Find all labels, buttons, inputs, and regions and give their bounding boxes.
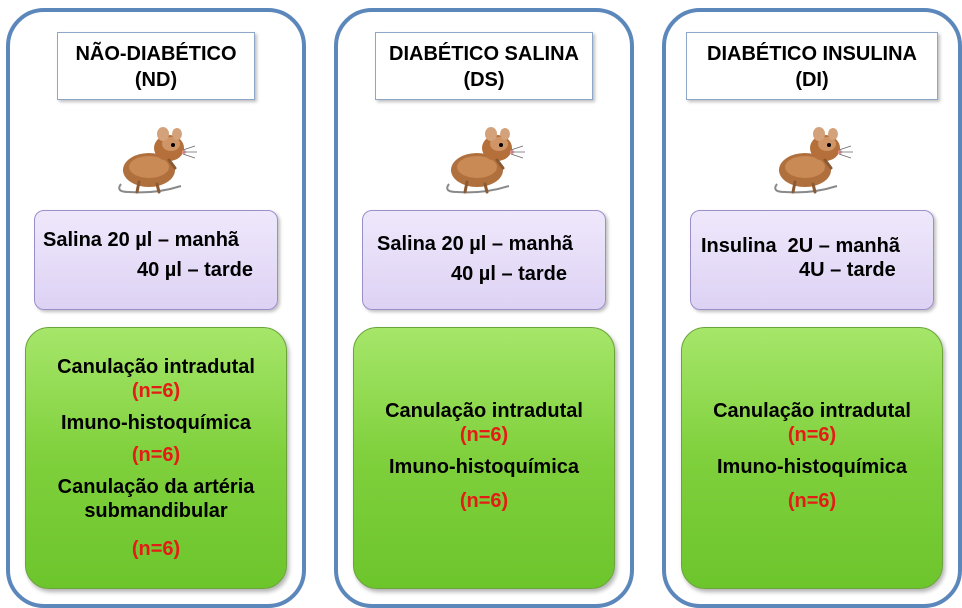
group-abbr: (DI) [795,69,829,91]
procedure-name: Canulação intradutal [57,356,255,378]
procedure-name: Imuno-histoquímica [61,412,251,434]
procedure-name: Canulação da artéria [57,476,255,498]
procedure-n: (n=6) [787,424,837,446]
group-title: NÃO-DIABÉTICO [75,43,237,65]
treatment-line-1: Salina 20 µl – manhã [377,233,574,255]
treatment-line-2: 40 µl – tarde [451,263,568,285]
rat-icon [774,127,853,194]
procedure-n: (n=6) [787,490,837,512]
group-abbr: (ND) [134,69,178,91]
treatment-box: Insulina 2U – manhã 4U – tarde [690,210,934,310]
procedure-name-cont: submandibular [84,500,228,522]
procedure-name: Imuno-histoquímica [717,456,907,478]
procedures-box: Canulação intradutal (n=6) Imuno-histoqu… [25,327,287,589]
treatment-line-2: 40 µl – tarde [137,259,254,281]
group-non-diabetic: NÃO-DIABÉTICO (ND) Salina 20 µl – manhã … [6,8,306,608]
procedure-name: Canulação intradutal [713,400,911,422]
treatment-box: Salina 20 µl – manhã 40 µl – tarde [362,210,606,310]
treatment-line-1: Insulina 2U – manhã [701,235,900,257]
treatment-line-1: Salina 20 µl – manhã [43,229,240,251]
group-title-box: DIABÉTICO INSULINA (DI) [686,32,938,100]
group-diabetic-saline: DIABÉTICO SALINA (DS) Salina 20 µl – man… [334,8,634,608]
group-title: DIABÉTICO INSULINA [707,43,917,65]
group-title-box: NÃO-DIABÉTICO (ND) [57,32,255,100]
procedure-n: (n=6) [131,380,181,402]
procedure-name: Canulação intradutal [385,400,583,422]
group-diabetic-insulin: DIABÉTICO INSULINA (DI) Insulina 2U – ma… [662,8,962,608]
procedure-n: (n=6) [459,490,509,512]
treatment-box: Salina 20 µl – manhã 40 µl – tarde [34,210,278,310]
procedure-n: (n=6) [131,538,181,560]
procedures-box: Canulação intradutal (n=6) Imuno-histoqu… [681,327,943,589]
treatment-line-2: 4U – tarde [799,259,896,281]
procedure-n: (n=6) [131,444,181,466]
group-title-box: DIABÉTICO SALINA (DS) [375,32,593,100]
group-title: DIABÉTICO SALINA [389,43,579,65]
procedure-n: (n=6) [459,424,509,446]
procedures-box: Canulação intradutal (n=6) Imuno-histoqu… [353,327,615,589]
rat-icon [118,127,197,194]
rat-icon [446,127,525,194]
procedure-name: Imuno-histoquímica [389,456,579,478]
group-abbr: (DS) [463,69,505,91]
